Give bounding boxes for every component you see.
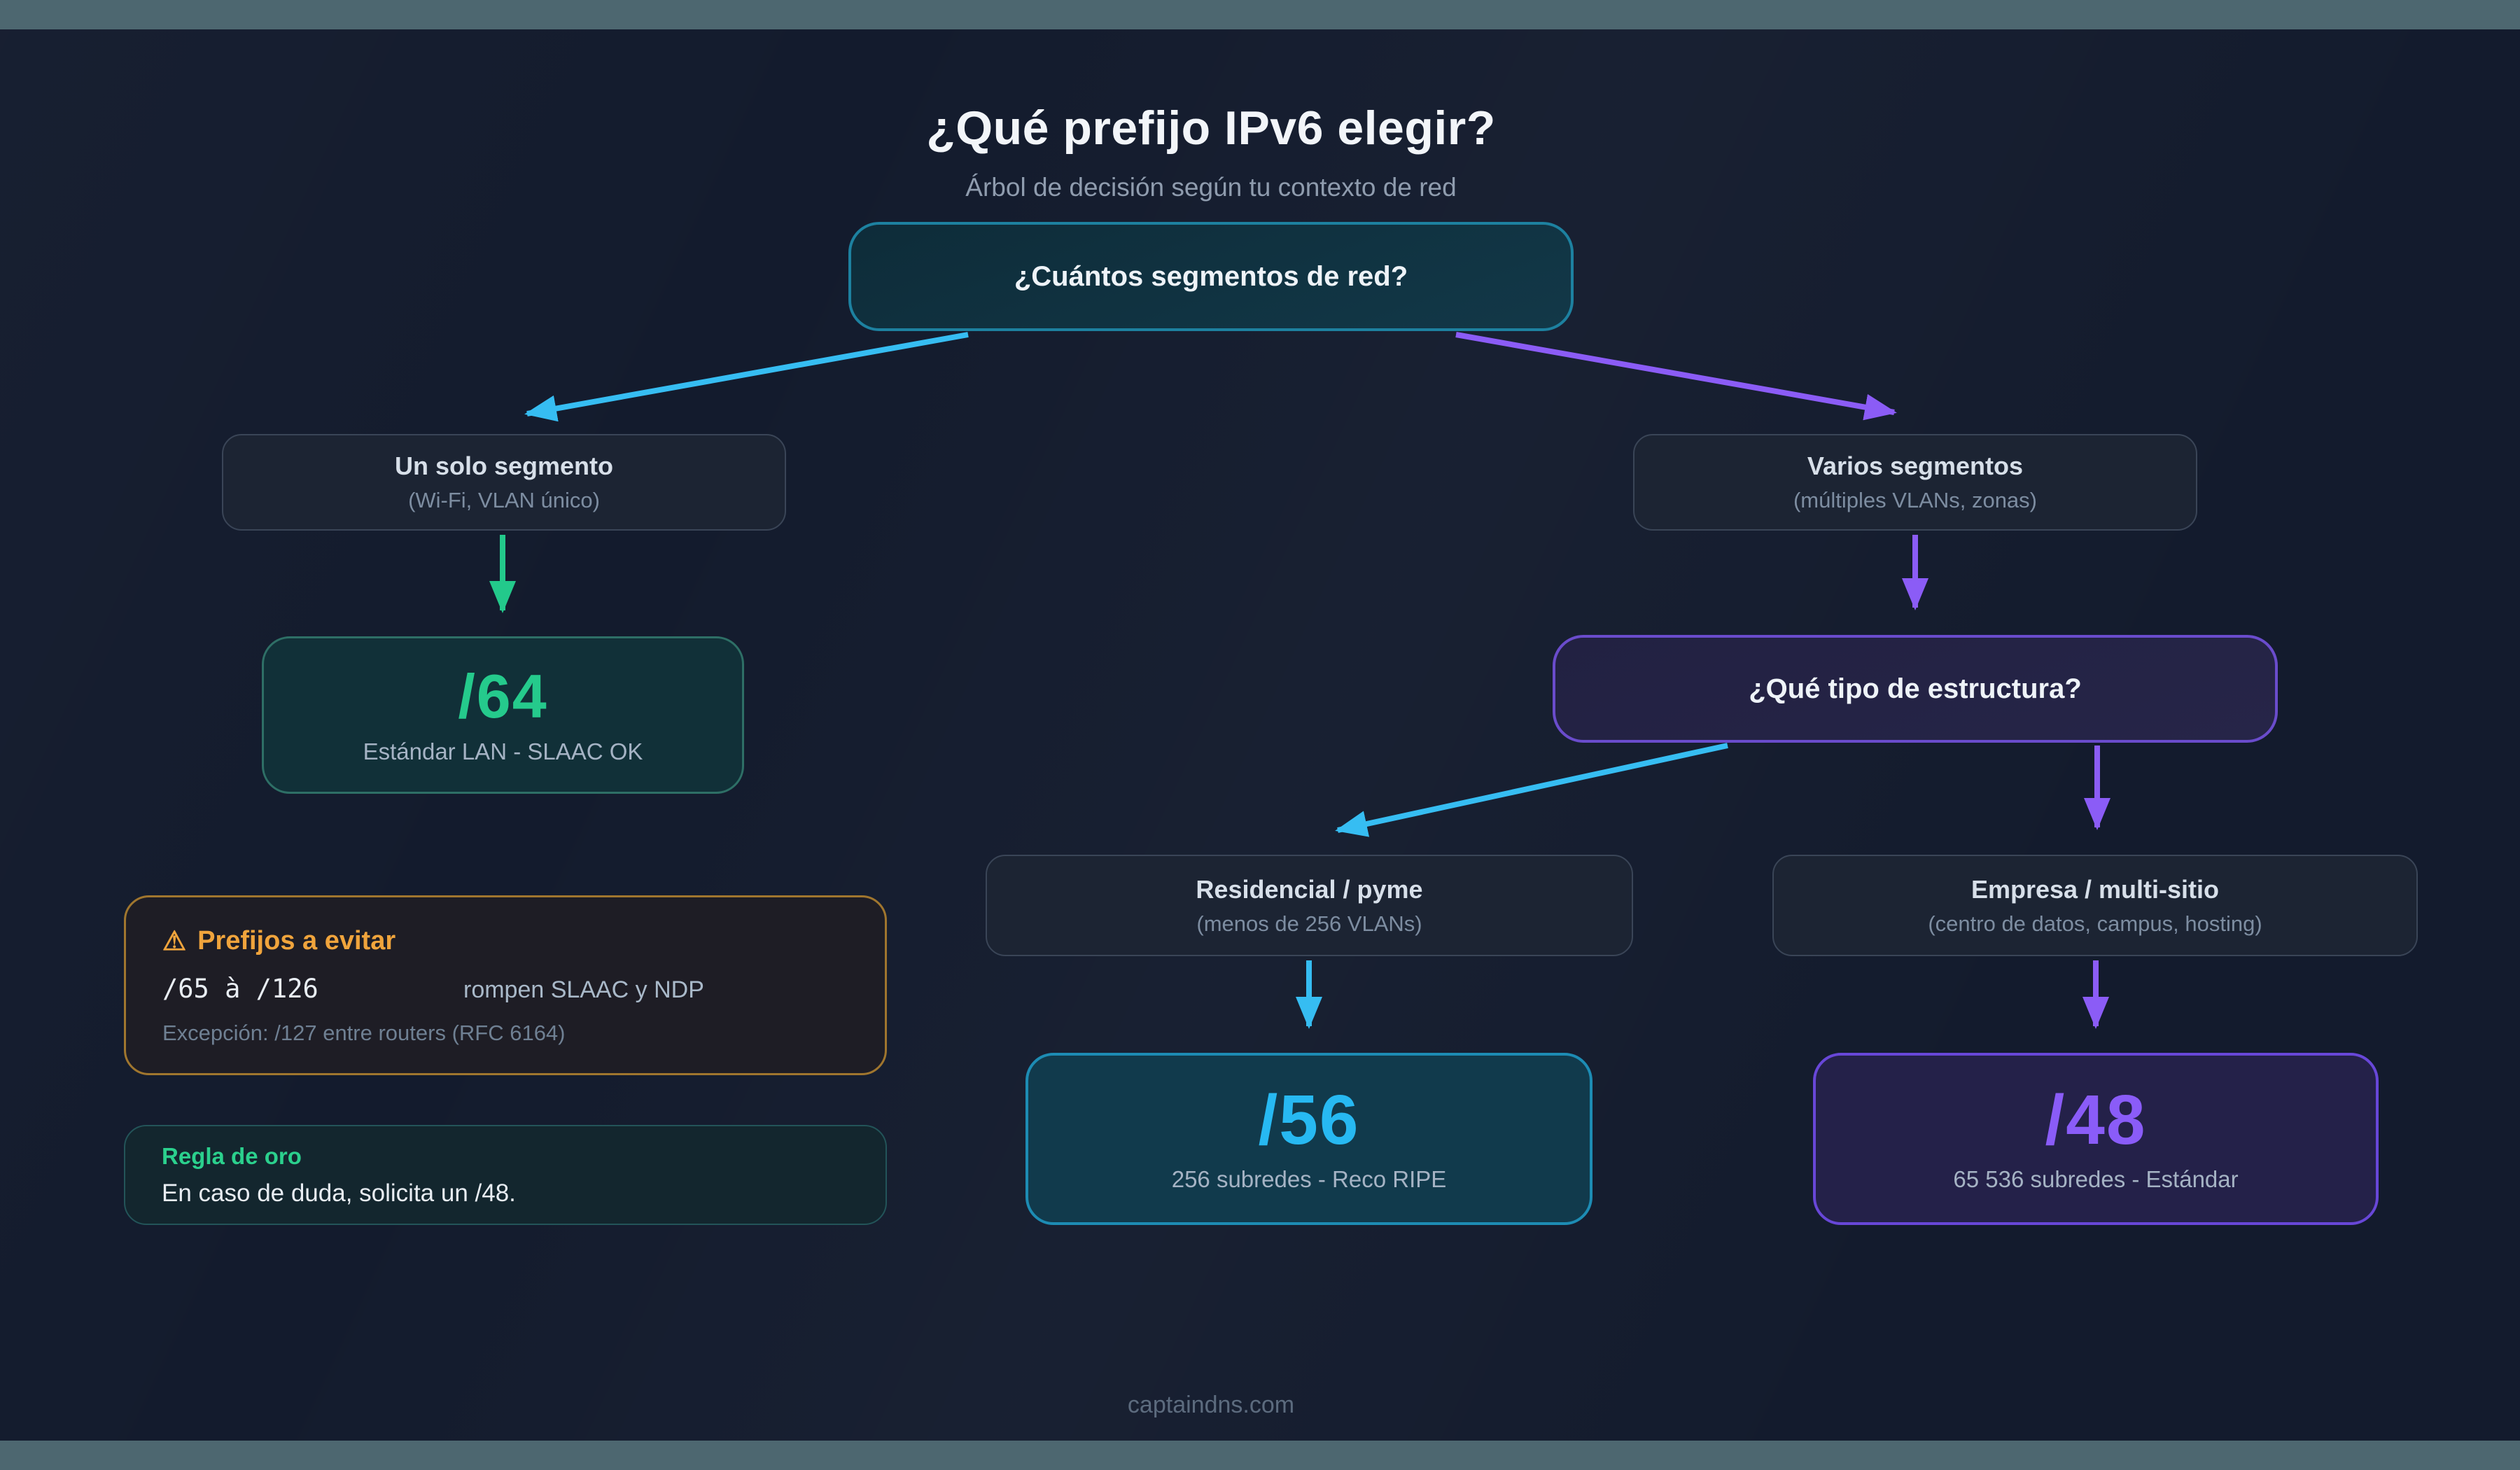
prefix-64-value: /64: [458, 661, 548, 731]
prefix-64-description: Estándar LAN - SLAAC OK: [363, 738, 643, 764]
warning-consequence: rompen SLAAC y NDP: [463, 976, 704, 1003]
warning-box: ⚠ Prefijos a evitar /65 à /126 rompen SL…: [124, 895, 887, 1075]
golden-rule-box: Regla de oro En caso de duda, solicita u…: [124, 1125, 887, 1225]
root-question-label: ¿Cuántos segmentos de red?: [1014, 260, 1408, 292]
node-structure-question: ¿Qué tipo de estructura?: [1553, 635, 2278, 743]
warning-icon: ⚠: [162, 926, 187, 956]
warning-exception: Excepción: /127 entre routers (RFC 6164): [162, 1020, 566, 1045]
prefix-56-description: 256 subredes - Reco RIPE: [1171, 1166, 1447, 1192]
single-segment-label: Un solo segmento: [394, 451, 614, 480]
arrow-structure-to-residential: [1335, 743, 1728, 837]
multi-segment-sublabel: (múltiples VLANs, zonas): [1793, 488, 2037, 512]
structure-question-label: ¿Qué tipo de estructura?: [1749, 673, 2082, 704]
warning-box-title-row: ⚠ Prefijos a evitar: [162, 925, 848, 957]
node-prefix-64: /64 Estándar LAN - SLAAC OK: [262, 636, 744, 794]
golden-rule-text: En caso de duda, solicita un /48.: [162, 1179, 516, 1207]
page-subtitle: Árbol de decisión según tu contexto de r…: [965, 173, 1457, 202]
warning-box-title: Prefijos a evitar: [197, 925, 396, 955]
enterprise-label: Empresa / multi-sitio: [1970, 874, 2220, 904]
arrow-root-to-single-segment: [524, 332, 969, 422]
node-residential: Residencial / pyme (menos de 256 VLANs): [986, 855, 1633, 956]
node-root-question: ¿Cuántos segmentos de red?: [848, 222, 1574, 331]
enterprise-sublabel: (centro de datos, campus, hosting): [1928, 911, 2262, 936]
single-segment-sublabel: (Wi-Fi, VLAN único): [408, 488, 600, 512]
page-title: ¿Qué prefijo IPv6 elegir?: [926, 101, 1496, 155]
node-single-segment: Un solo segmento (Wi-Fi, VLAN único): [222, 434, 786, 531]
residential-label: Residencial / pyme: [1196, 874, 1423, 904]
golden-rule-title: Regla de oro: [162, 1142, 302, 1169]
node-prefix-48: /48 65 536 subredes - Estándar: [1813, 1053, 2379, 1225]
arrow-root-to-multi-segment: [1455, 332, 1897, 421]
footer-watermark: captaindns.com: [1127, 1392, 1295, 1418]
node-enterprise: Empresa / multi-sitio (centro de datos, …: [1772, 855, 2418, 956]
node-multi-segment: Varios segmentos (múltiples VLANs, zonas…: [1633, 434, 2197, 531]
warning-range: /65 à /126: [162, 973, 318, 1004]
warning-box-range-row: /65 à /126 rompen SLAAC y NDP: [162, 974, 848, 1004]
residential-sublabel: (menos de 256 VLANs): [1196, 911, 1422, 936]
node-prefix-56: /56 256 subredes - Reco RIPE: [1026, 1053, 1592, 1225]
prefix-48-description: 65 536 subredes - Estándar: [1953, 1166, 2239, 1192]
prefix-56-value: /56: [1258, 1081, 1360, 1159]
prefix-48-value: /48: [2045, 1081, 2147, 1159]
bottom-accent-bar: [0, 1441, 2520, 1470]
multi-segment-label: Varios segmentos: [1807, 451, 2024, 480]
top-accent-bar: [0, 0, 2520, 29]
